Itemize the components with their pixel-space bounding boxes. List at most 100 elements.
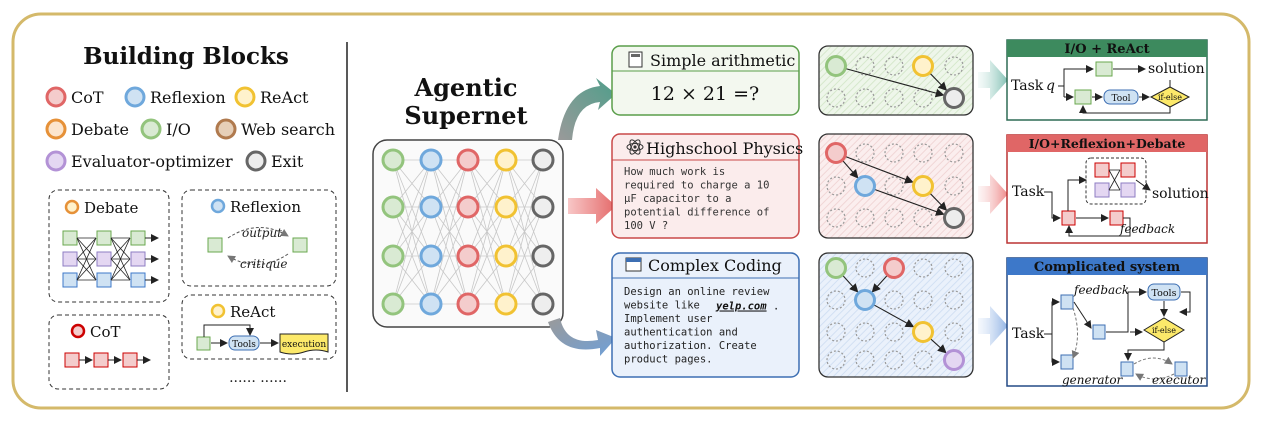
complicated-dashed-3 xyxy=(1135,373,1175,381)
io-react-q-label: q xyxy=(1046,78,1055,94)
arith-node-0-0 xyxy=(825,55,847,77)
phys-node-1-3 xyxy=(912,175,934,197)
supernet-edge-0-3-1 xyxy=(392,206,432,305)
arith-edge-0 xyxy=(845,68,945,98)
supernet-edge-3-3-0 xyxy=(505,159,544,305)
legend-node-3 xyxy=(45,118,67,140)
legend-label-0: CoT xyxy=(71,88,104,107)
debate-module-2-2 xyxy=(130,272,146,288)
complicated-module-5 xyxy=(1174,361,1188,377)
physics-title: Highschool Physics xyxy=(646,139,803,158)
debate-block-node xyxy=(64,199,80,215)
reflexion-eval-module xyxy=(292,237,308,253)
ird-feedback-label: feedback xyxy=(1119,222,1175,236)
arrow-to-coding xyxy=(548,318,616,356)
supernet-edge-3-3-1 xyxy=(505,206,544,305)
io-react-ifelse-diamond xyxy=(1149,86,1191,108)
complicated-feedback-label: feedback xyxy=(1073,283,1129,297)
more-blocks-ellipsis: ...... ...... xyxy=(229,370,287,386)
io-react-title: I/O + ReAct xyxy=(1064,42,1149,57)
physics-line-2: μF capacitor to a xyxy=(624,193,731,205)
debate-edge-1-2-0 xyxy=(110,237,131,281)
ird-task-label: Task xyxy=(1012,184,1045,200)
code-empty-0-4 xyxy=(944,258,964,278)
code-empty-1-2 xyxy=(884,290,904,310)
io-react-io-module-1 xyxy=(1095,61,1113,77)
code-node-0-2 xyxy=(883,257,905,279)
debate-module-1-0 xyxy=(96,230,112,246)
coding-link: yelp.com xyxy=(715,301,767,313)
arith-edge-1 xyxy=(929,72,948,91)
calculator-icon-screen xyxy=(631,54,640,57)
physics-line-0: How much work is xyxy=(624,166,725,178)
code-node-1-1 xyxy=(854,289,876,311)
arithmetic-sampled-graph xyxy=(825,55,965,109)
reflexion-output-arc xyxy=(227,227,289,239)
legend-label-1: Reflexion xyxy=(150,88,226,107)
complicated-edge-8 xyxy=(1124,342,1165,361)
phys-empty-2-1 xyxy=(855,208,875,228)
debate-module-1-1 xyxy=(96,251,112,267)
reflexion-critique-arc xyxy=(227,253,289,265)
arrow-to-arithmetic xyxy=(558,78,616,140)
cot-block-node xyxy=(70,323,86,339)
supernet-node-3-2 xyxy=(494,244,518,268)
atom-icon xyxy=(626,139,644,155)
debate-module-0-2 xyxy=(62,272,78,288)
coding-card xyxy=(611,252,800,378)
complicated-tools-cylinder xyxy=(1147,283,1181,301)
supernet-node-2-2 xyxy=(456,244,480,268)
complicated-module-4 xyxy=(1120,361,1134,377)
ird-debate-network xyxy=(1094,162,1151,198)
io-react-loop xyxy=(1079,105,1171,114)
supernet-node-0-3 xyxy=(381,292,405,316)
cot-module-0 xyxy=(64,352,80,368)
supernet-edge-3-2-0 xyxy=(505,159,544,257)
io-react-ifelse-label: if-else xyxy=(1158,93,1182,102)
complicated-edge-4 xyxy=(1106,288,1147,333)
code-empty-1-4 xyxy=(944,290,964,310)
arithmetic-title: Simple arithmetic xyxy=(650,51,795,70)
cot-chain xyxy=(64,352,151,368)
complicated-edge-5 xyxy=(1179,291,1191,316)
code-edge-2 xyxy=(873,304,915,328)
physics-sampled-graph xyxy=(825,142,965,229)
react-loop-arrow xyxy=(203,324,254,337)
complicated-ifelse-label: if-else xyxy=(1152,326,1176,335)
debate-edge-1-1-0 xyxy=(110,237,131,260)
arith-empty-1-0 xyxy=(826,88,846,108)
legend-node-1 xyxy=(124,86,146,108)
react-execution-doc xyxy=(279,333,329,355)
debate-module-0-1 xyxy=(62,251,78,267)
complicated-module-3 xyxy=(1092,324,1106,340)
cot-block-title: CoT xyxy=(90,323,121,341)
ird-edge-task xyxy=(1044,191,1061,222)
ird-cot-module-1 xyxy=(1061,210,1076,226)
code-edge-3 xyxy=(930,338,947,354)
physics-line-4: 100 V ? xyxy=(624,220,668,232)
code-edge-0 xyxy=(842,275,859,293)
debate-block xyxy=(48,189,170,303)
supernet-node-3-0 xyxy=(494,148,518,172)
legend-label-3: Debate xyxy=(71,120,129,139)
legend-node-4 xyxy=(140,118,162,140)
reflexion-block xyxy=(181,189,337,287)
supernet-graph xyxy=(381,148,555,316)
reflexion-output-label: output xyxy=(242,226,282,240)
coding-sampled-graph xyxy=(825,257,965,371)
supernet-title-line2: Supernet xyxy=(404,101,527,130)
supernet-edge-1-3-1 xyxy=(430,206,469,305)
ird-module-0-0 xyxy=(1094,162,1110,178)
io-react-io-module-2 xyxy=(1074,89,1092,105)
supernet-node-1-3 xyxy=(419,292,443,316)
supernet-node-2-3 xyxy=(456,292,480,316)
supernet-title-line1: Agentic xyxy=(414,73,518,102)
legend-node-2 xyxy=(234,86,256,108)
arith-empty-1-3 xyxy=(913,88,933,108)
io-react-edge-1 xyxy=(1058,65,1094,87)
phys-node-1-1 xyxy=(854,175,876,197)
debate-module-2-0 xyxy=(130,230,146,246)
arith-empty-0-2 xyxy=(884,56,904,76)
arrow-to-physics xyxy=(568,188,616,224)
